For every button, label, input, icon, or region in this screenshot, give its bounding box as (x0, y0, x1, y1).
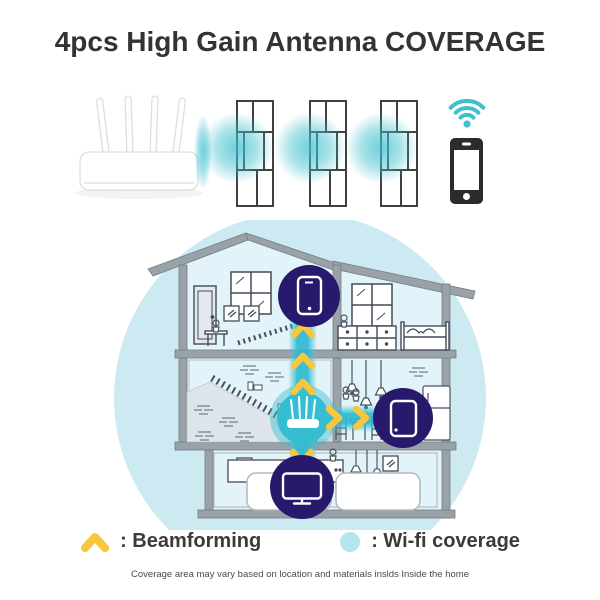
stair-railing-icon (237, 323, 294, 346)
disclaimer-text: Coverage area may vary based on location… (131, 569, 469, 580)
device-smartphone-icon (278, 265, 340, 327)
picture-frame-icon (382, 455, 399, 472)
legend-label-wifi-coverage: : Wi-fi coverage (371, 530, 520, 552)
legend-label-beamforming: : Beamforming (120, 530, 262, 552)
wifi-icon (448, 98, 486, 128)
signal-circles (201, 112, 417, 184)
device-tv-icon (270, 455, 334, 519)
beamforming-arrow-icon (81, 532, 110, 552)
table-plant-icon (204, 319, 228, 346)
wifi-coverage-dot-icon (340, 531, 361, 552)
page-title: 4pcs High Gain Antenna COVERAGE (54, 26, 546, 57)
legend: : Beamforming : Wi-fi coverage (0, 530, 600, 553)
picture-frame-icon (243, 305, 260, 322)
smartphone-icon (450, 138, 483, 204)
legend-item-wifi-coverage: : Wi-fi coverage (339, 530, 520, 553)
picture-frame-icon (223, 305, 240, 322)
window-icon (351, 283, 393, 327)
room-top-right (337, 283, 450, 351)
house-coverage-illustration (114, 220, 486, 530)
legend-item-beamforming: : Beamforming (80, 530, 261, 553)
staircase-banister-icon (210, 374, 320, 443)
signal-through-walls-illustration (75, 95, 486, 207)
router-4-antennas-icon (75, 95, 212, 199)
dresser-icon (337, 325, 397, 351)
device-tablet-icon (373, 388, 433, 448)
bed-icon (400, 321, 450, 351)
room-top-left (193, 271, 294, 346)
door-icon (193, 285, 217, 345)
house-router-icon (270, 385, 336, 451)
